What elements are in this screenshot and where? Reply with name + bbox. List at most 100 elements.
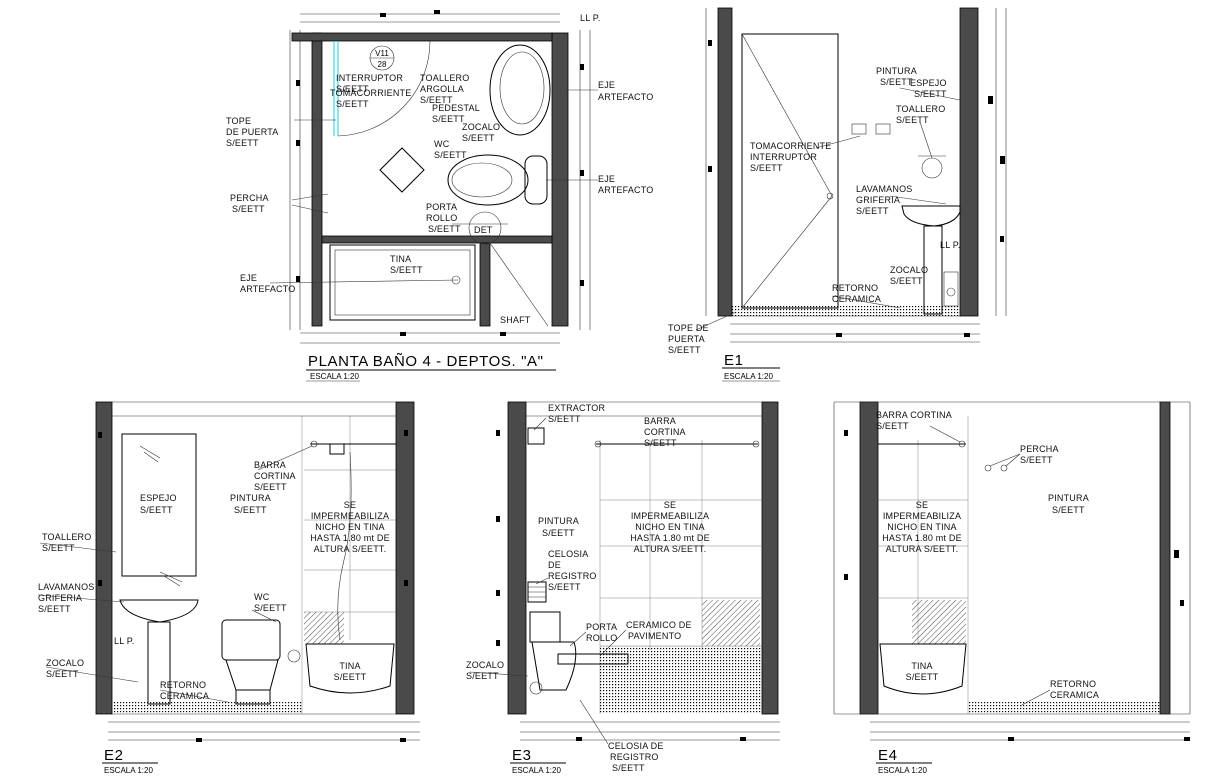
e2-lavamanos-3: S/EETT xyxy=(38,604,71,614)
svg-text:EJE: EJE xyxy=(598,80,615,90)
plan-eje-left-1: EJE xyxy=(240,273,257,283)
svg-text:PUERTA: PUERTA xyxy=(668,334,705,344)
plan-percha-2: S/EETT xyxy=(232,204,265,214)
e2-tina-2: S/EETT xyxy=(334,672,367,682)
plan-label-llp: LL P. xyxy=(580,13,601,23)
e3-se-5: ALTURA S/EETT. xyxy=(634,544,707,554)
e4-title: E4 xyxy=(878,747,898,764)
plan-zocalo-1: ZOCALO xyxy=(462,122,500,132)
plan-tina-1: TINA xyxy=(390,254,411,264)
elevation-e3: EXTRACTOR S/EETT BARRA CORTINA S/EETT PI… xyxy=(466,401,780,775)
elevation-e4: BARRA CORTINA S/EETT PERCHA S/EETT PINTU… xyxy=(833,401,1191,775)
plan-eje-right1-1: EJE xyxy=(598,80,615,90)
svg-text:PAVIMENTO: PAVIMENTO xyxy=(628,631,681,641)
svg-text:ZOCALO: ZOCALO xyxy=(466,660,504,670)
e2-barra-2: CORTINA xyxy=(254,471,296,481)
svg-text:TOMACORRIENTE: TOMACORRIENTE xyxy=(330,88,411,98)
plan-pedestal-2: S/EETT xyxy=(432,114,465,124)
svg-text:DE PUERTA: DE PUERTA xyxy=(226,127,278,137)
svg-text:S/EETT: S/EETT xyxy=(234,505,267,515)
svg-text:INTERRUPTOR: INTERRUPTOR xyxy=(750,152,817,162)
e3-extractor-2: S/EETT xyxy=(548,414,581,424)
e2-wc-2: S/EETT xyxy=(254,603,287,613)
e2-toallero-2: S/EETT xyxy=(42,543,75,553)
svg-text:S/EETT: S/EETT xyxy=(896,115,929,125)
e4-retorno-2: CERAMICA xyxy=(1050,690,1099,700)
e3-zocalo-1: ZOCALO xyxy=(466,660,504,670)
e1-toallero-2: S/EETT xyxy=(896,115,929,125)
e1-lavamanos-3: S/EETT xyxy=(856,206,889,216)
e3-celosia2-3: S/EETT xyxy=(612,763,645,773)
svg-text:HASTA 1.80 mt DE: HASTA 1.80 mt DE xyxy=(310,533,390,543)
plan-tomacorriente-1: TOMACORRIENTE xyxy=(330,88,411,98)
e2-zocalo-2: S/EETT xyxy=(46,669,79,679)
plan-wc-1: WC xyxy=(434,139,450,149)
e2-barra-3: S/EETT xyxy=(254,482,287,492)
plan-eje-right1-2: ARTEFACTO xyxy=(598,92,653,102)
svg-text:S/EETT: S/EETT xyxy=(432,114,465,124)
svg-text:ARTEFACTO: ARTEFACTO xyxy=(240,284,295,294)
e3-barra-2: CORTINA xyxy=(644,427,686,437)
svg-text:S/EETT: S/EETT xyxy=(140,505,173,515)
e1-retorno-1: RETORNO xyxy=(832,283,878,293)
e2-tina-1: TINA xyxy=(339,661,360,671)
e1-zocalo-1: ZOCALO xyxy=(890,265,928,275)
svg-text:IMPERMEABILIZA: IMPERMEABILIZA xyxy=(631,511,709,521)
e3-zocalo-2: S/EETT xyxy=(466,671,499,681)
plan-tope-1: TOPE xyxy=(226,116,251,126)
e1-pintura-1: PINTURA xyxy=(876,66,917,76)
svg-text:CERAMICO DE: CERAMICO DE xyxy=(626,620,692,630)
svg-text:S/EETT: S/EETT xyxy=(226,138,259,148)
svg-text:REGISTRO: REGISTRO xyxy=(610,752,659,762)
e2-retorno-2: CERAMICA xyxy=(160,691,209,701)
e4-se-1: SE xyxy=(916,500,928,510)
e2-retorno-1: RETORNO xyxy=(160,680,206,690)
e1-llp: LL P. xyxy=(940,240,961,250)
e1-zocalo-2: S/EETT xyxy=(890,276,923,286)
e1-espejo-1: ESPEJO xyxy=(910,78,947,88)
svg-text:LAVAMANOS: LAVAMANOS xyxy=(38,582,94,592)
e3-ceramico-1: CERAMICO DE xyxy=(626,620,692,630)
v-tag-bottom: 28 xyxy=(378,60,387,69)
svg-text:S/EETT: S/EETT xyxy=(336,84,369,94)
plan-tope-2: DE PUERTA xyxy=(226,127,278,137)
e3-scale: ESCALA 1:20 xyxy=(512,766,561,775)
svg-text:S/EETT: S/EETT xyxy=(434,150,467,160)
svg-text:ROLLO: ROLLO xyxy=(586,633,618,643)
svg-text:TINA: TINA xyxy=(911,661,932,671)
svg-text:TOPE: TOPE xyxy=(226,116,251,126)
e1-toma-2: INTERRUPTOR xyxy=(750,152,817,162)
svg-text:SE: SE xyxy=(916,500,928,510)
e2-llp: LL P. xyxy=(114,636,135,646)
svg-text:S/EETT: S/EETT xyxy=(890,276,923,286)
plan-percha-1: PERCHA xyxy=(230,193,269,203)
e2-se-4: HASTA 1.80 mt DE xyxy=(310,533,390,543)
e4-se-2: IMPERMEABILIZA xyxy=(883,511,961,521)
svg-text:S/EETT: S/EETT xyxy=(254,603,287,613)
svg-text:CORTINA: CORTINA xyxy=(254,471,296,481)
svg-text:S/EETT: S/EETT xyxy=(542,528,575,538)
e3-porta-2: ROLLO xyxy=(586,633,618,643)
svg-text:ARGOLLA: ARGOLLA xyxy=(420,84,464,94)
plan-eje-left-2: ARTEFACTO xyxy=(240,284,295,294)
e2-se-5: ALTURA S/EETT. xyxy=(314,544,387,554)
e2-barra-1: BARRA xyxy=(254,460,286,470)
svg-text:REGISTRO: REGISTRO xyxy=(548,571,597,581)
svg-text:NICHO EN TINA: NICHO EN TINA xyxy=(315,522,384,532)
svg-text:RETORNO: RETORNO xyxy=(160,680,206,690)
svg-text:WC: WC xyxy=(434,139,450,149)
e3-celosia-3: REGISTRO xyxy=(548,571,597,581)
e1-retorno-2: CERAMICA xyxy=(832,294,881,304)
svg-text:TINA: TINA xyxy=(339,661,360,671)
svg-text:S/EETT: S/EETT xyxy=(750,163,783,173)
svg-text:ARTEFACTO: ARTEFACTO xyxy=(598,92,653,102)
e1-tope-3: S/EETT xyxy=(668,345,701,355)
svg-text:PINTURA: PINTURA xyxy=(230,493,271,503)
svg-text:S/EETT: S/EETT xyxy=(428,224,461,234)
e2-espejo-1: ESPEJO xyxy=(140,493,177,503)
svg-text:SE: SE xyxy=(344,500,356,510)
e2-wc-1: WC xyxy=(254,592,270,602)
svg-text:LAVAMANOS: LAVAMANOS xyxy=(856,184,912,194)
e3-celosia-4: S/EETT xyxy=(548,582,581,592)
svg-text:ALTURA S/EETT.: ALTURA S/EETT. xyxy=(314,544,387,554)
